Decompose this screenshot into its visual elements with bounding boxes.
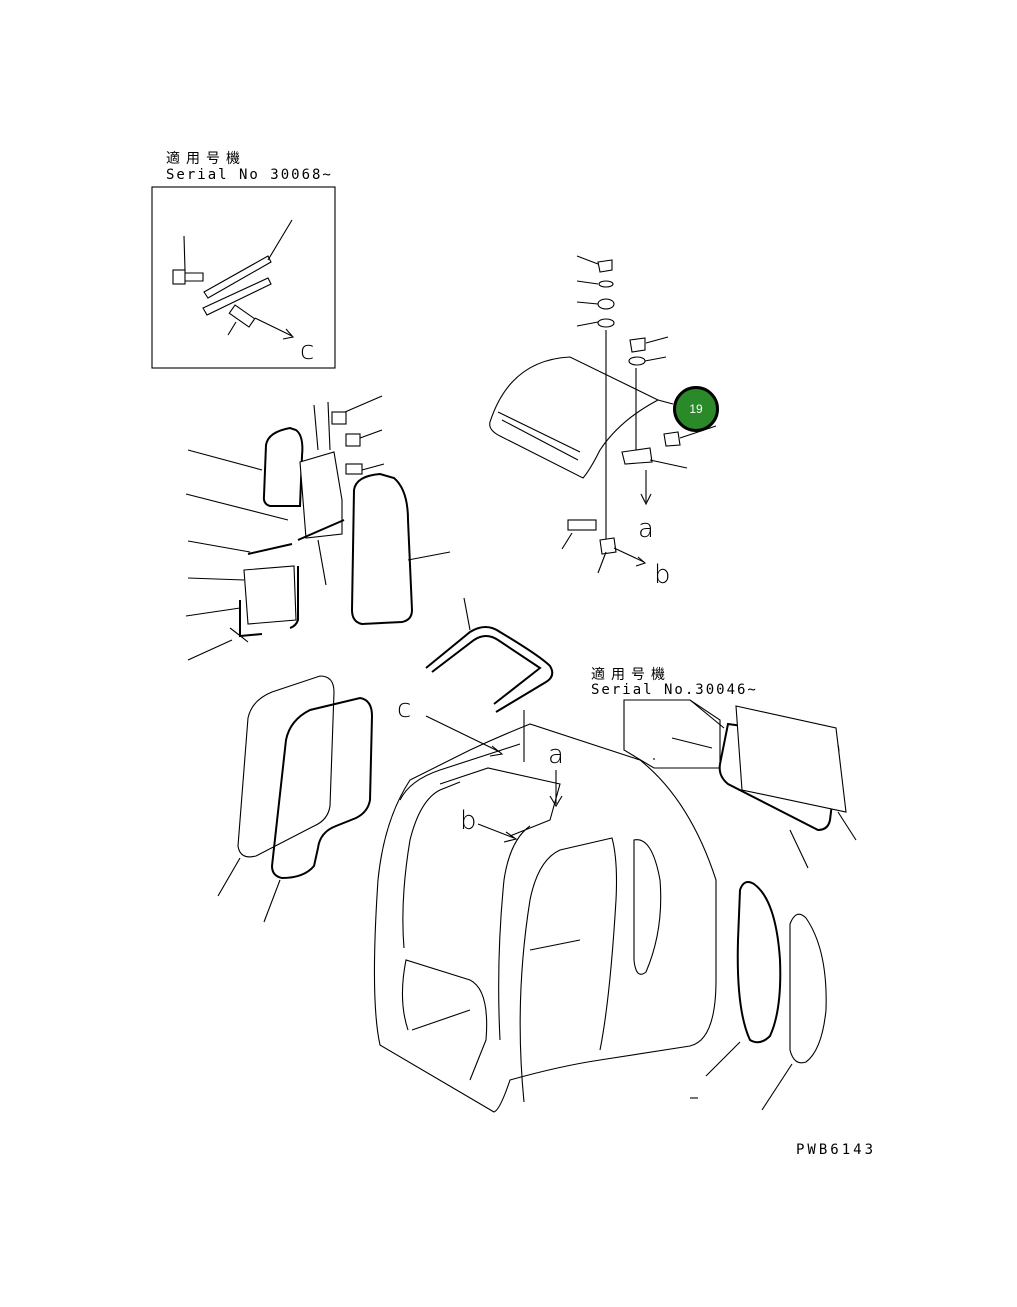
inset-serial-30046	[623, 699, 857, 869]
roof-assembly	[489, 255, 717, 574]
inset-right-serial-label: Serial No.30046~	[591, 682, 758, 698]
inset-box-serial-30068	[151, 186, 336, 369]
left-window-group	[185, 395, 451, 661]
cab-ref-c: c	[397, 694, 412, 724]
inset-top-serial-label: Serial No 30068~	[166, 167, 333, 183]
cab-frame	[373, 710, 717, 1113]
drawing-code: PWB6143	[796, 1142, 877, 1158]
front-windows	[217, 675, 374, 923]
roof-ref-b: b	[654, 560, 671, 590]
grab-rail	[425, 597, 554, 713]
inset-top-applicable-label: 適用号機	[166, 151, 246, 167]
roof-ref-a: a	[638, 514, 654, 544]
rear-quarter-window	[653, 758, 827, 1111]
inset-top-ref-letter: c	[300, 336, 315, 366]
inset-right-applicable-label: 適用号機	[591, 667, 671, 683]
cab-ref-a: a	[548, 740, 564, 770]
cab-ref-b: b	[460, 806, 477, 836]
callout-19[interactable]: 19	[673, 386, 719, 432]
